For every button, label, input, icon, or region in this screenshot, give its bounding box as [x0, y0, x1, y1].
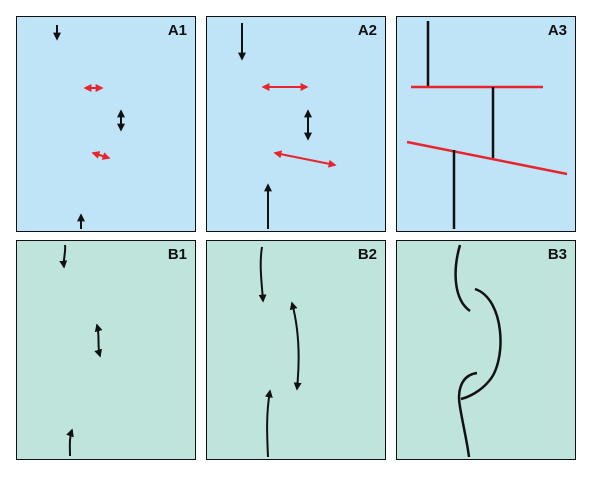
panel-b2-drawing — [258, 246, 302, 458]
panel-a1: A1 — [16, 16, 196, 232]
line-red-diagonal-lower — [406, 140, 568, 176]
panel-b3: B3 — [396, 240, 576, 460]
curved-arrow-double-middle — [94, 323, 103, 358]
panel-label-a1: A1 — [167, 22, 187, 39]
panel-b1-drawing — [59, 244, 103, 457]
panel-label-b1: B1 — [167, 246, 187, 263]
panel-b2: B2 — [206, 240, 386, 460]
panel-label-a3: A3 — [547, 22, 567, 39]
panel-a2-drawing — [238, 23, 337, 229]
panel-b3-drawing — [454, 244, 502, 458]
curved-arrow-down-long-top — [258, 246, 267, 303]
panel-a3-drawing — [406, 21, 568, 229]
panel-a1-drawing — [53, 25, 125, 229]
curved-arrow-up-long-bottom — [264, 389, 273, 458]
panel-label-b2: B2 — [357, 246, 377, 263]
panel-a3: A3 — [396, 16, 576, 232]
panel-a2: A2 — [206, 16, 386, 232]
curved-arrow-down-top — [59, 244, 68, 269]
panel-label-b3: B3 — [547, 246, 567, 263]
curve-top-hook — [454, 244, 471, 313]
curved-arrow-up-bottom — [66, 428, 74, 457]
arrow-red-diagonal-long — [273, 150, 337, 168]
curve-middle-arc — [460, 287, 502, 401]
curved-arrow-double-long-middle — [289, 301, 302, 391]
arrow-red-diagonal-lower — [91, 151, 111, 160]
panel-label-a2: A2 — [357, 22, 377, 39]
curve-lower-hook — [457, 371, 478, 458]
panel-b1: B1 — [16, 240, 196, 460]
